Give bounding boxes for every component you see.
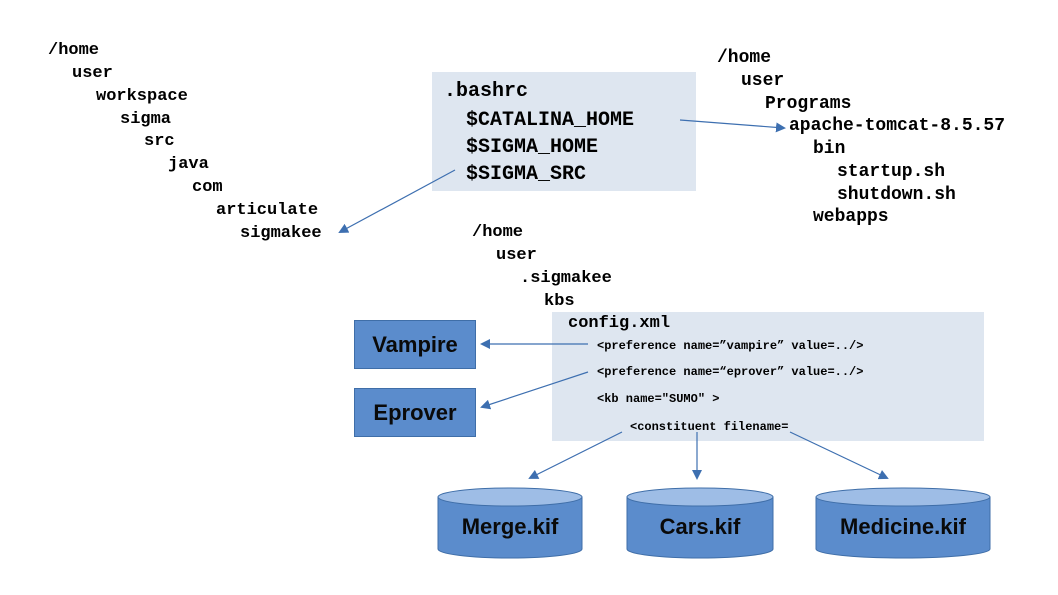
- arrow-catalina-to-tomcat: [679, 119, 786, 133]
- eprover-label: Eprover: [373, 399, 457, 425]
- middle-tree-sigmakee: .sigmakee: [520, 269, 612, 288]
- left-tree-articulate: articulate: [216, 201, 319, 220]
- right-tree-programs: Programs: [765, 94, 852, 114]
- right-tree-shutdown: shutdown.sh: [837, 185, 956, 205]
- merge-kif-cylinder: [437, 487, 583, 559]
- left-tree-com: com: [192, 178, 223, 197]
- arrow-sigmasrc-to-sigmakee: [338, 169, 456, 233]
- right-tree-home: /home: [717, 48, 772, 68]
- middle-tree-home: /home: [472, 223, 524, 242]
- left-tree-user: user: [72, 64, 113, 83]
- config-line-kb: <kb name="SUMO" >: [597, 392, 720, 406]
- medicine-kif-cylinder: [815, 487, 991, 559]
- right-tree-tomcat: apache-tomcat-8.5.57: [789, 116, 1006, 136]
- bashrc-var-sigma-src: $SIGMA_SRC: [466, 163, 587, 186]
- left-tree-home: /home: [48, 41, 100, 60]
- cars-kif-cylinder: [626, 487, 774, 559]
- right-tree-bin: bin: [813, 139, 846, 159]
- config-line-eprover: <preference name=“eprover” value=../>: [597, 365, 864, 379]
- config-title: config.xml: [568, 314, 671, 333]
- left-tree-src: src: [144, 132, 175, 151]
- right-tree-user: user: [741, 71, 785, 91]
- vampire-box: Vampire: [354, 320, 476, 369]
- left-tree-sigmakee: sigmakee: [240, 224, 322, 243]
- arrow-pref-to-eprover: [480, 371, 589, 410]
- bashrc-title: .bashrc: [444, 80, 529, 103]
- middle-tree-kbs: kbs: [544, 292, 575, 311]
- merge-kif-label: Merge.kif: [461, 514, 559, 539]
- vampire-label: Vampire: [372, 331, 458, 357]
- cars-kif-label: Cars.kif: [659, 514, 741, 539]
- config-line-vampire: <preference name=”vampire” value=../>: [597, 339, 864, 353]
- eprover-box: Eprover: [354, 388, 476, 437]
- medicine-kif-label: Medicine.kif: [840, 514, 966, 539]
- bashrc-panel: [432, 72, 696, 191]
- left-tree-java: java: [168, 155, 209, 174]
- left-tree-sigma: sigma: [120, 110, 172, 129]
- left-tree-workspace: workspace: [96, 87, 188, 106]
- config-line-constituent: <constituent filename=: [630, 420, 789, 434]
- right-tree-webapps: webapps: [813, 207, 889, 227]
- middle-tree-user: user: [496, 246, 537, 265]
- arrow-constituent-to-merge: [528, 431, 623, 479]
- bashrc-var-catalina-home: $CATALINA_HOME: [466, 109, 635, 132]
- bashrc-var-sigma-home: $SIGMA_HOME: [466, 136, 599, 159]
- right-tree-startup: startup.sh: [837, 162, 946, 182]
- arrow-constituent-to-medicine: [789, 431, 889, 480]
- config-panel: [552, 312, 984, 441]
